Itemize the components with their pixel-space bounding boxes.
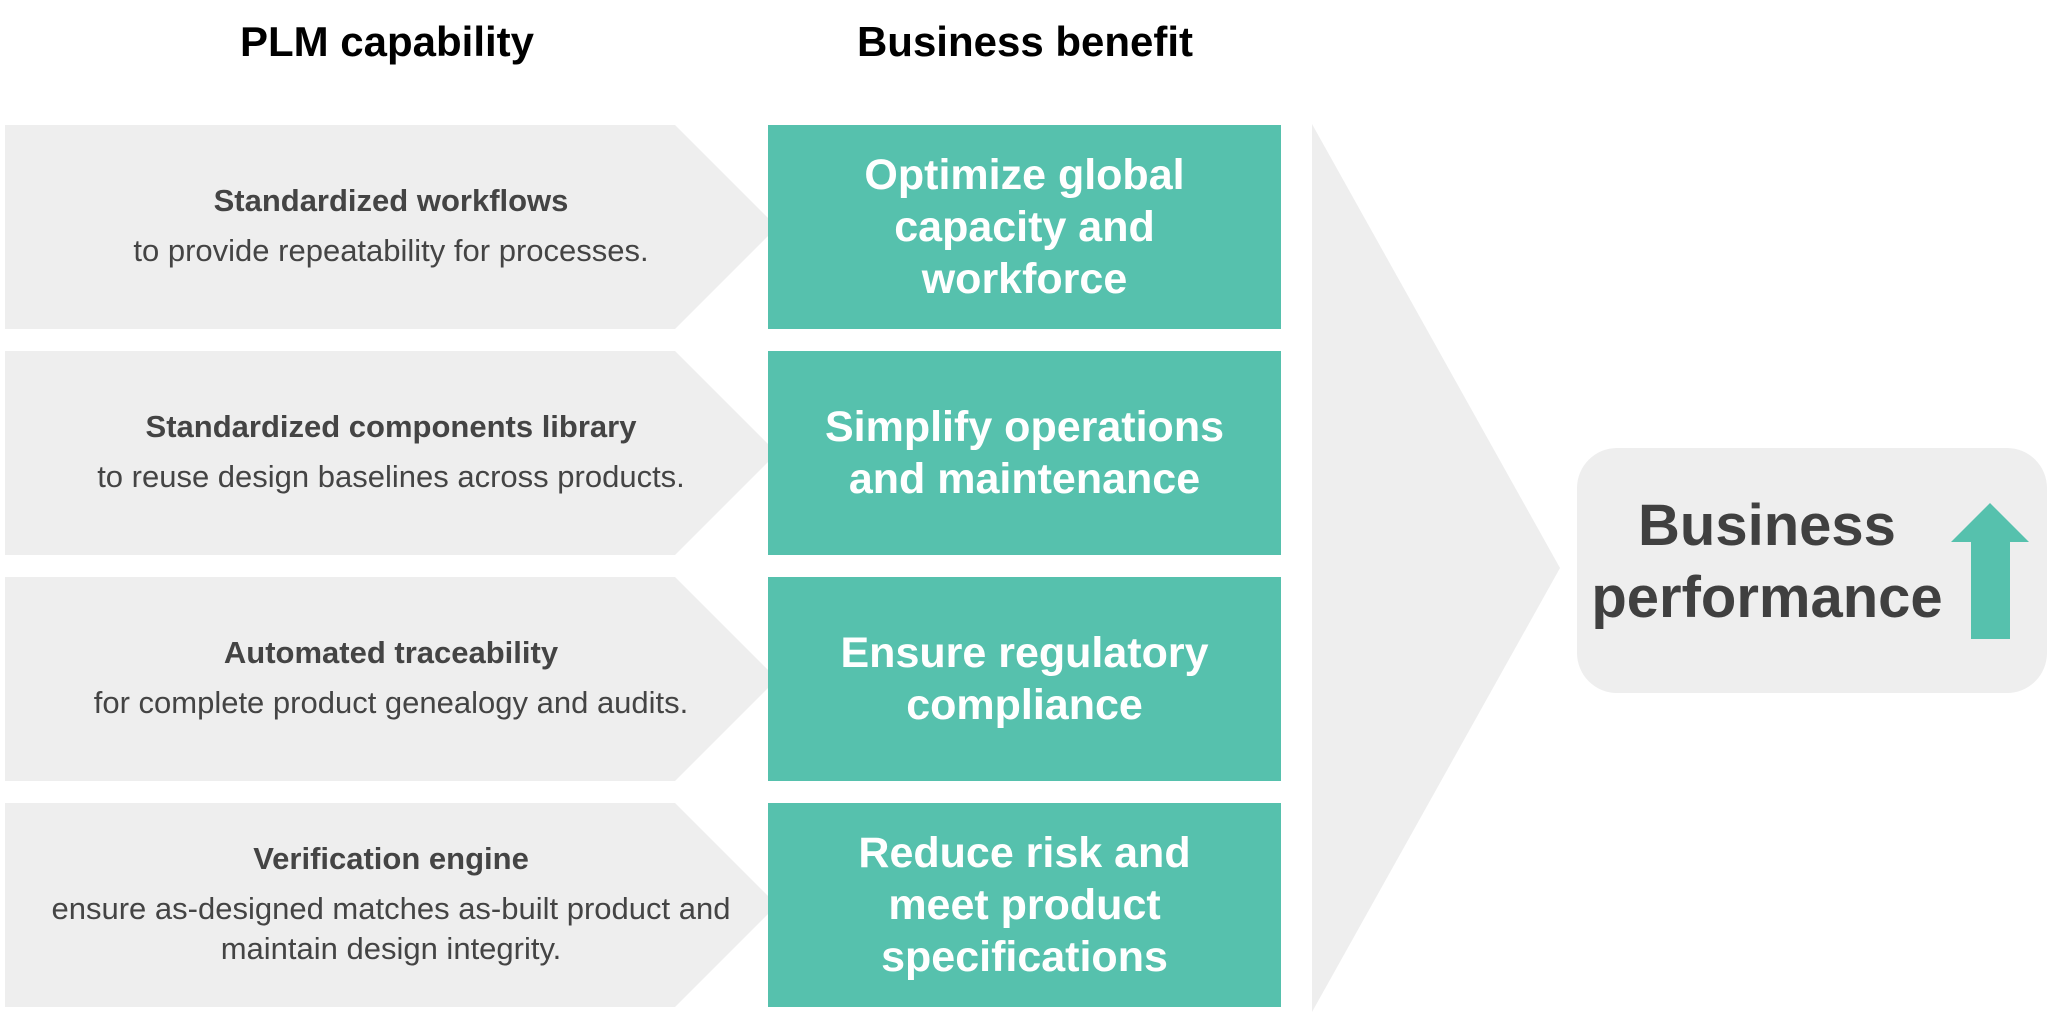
business-performance-box: Business performance — [1577, 448, 2047, 693]
capability-chevron: Standardized workflows to provide repeat… — [5, 125, 777, 329]
capability-title: Standardized components library — [145, 409, 637, 444]
benefit-box: Reduce risk and meet product specificati… — [768, 803, 1281, 1007]
benefit-text: Simplify operations and maintenance — [824, 403, 1224, 503]
capability-title: Automated traceability — [223, 635, 559, 670]
capability-description: for complete product genealogy and audit… — [93, 685, 689, 720]
capability-description: to reuse design baselines across product… — [97, 459, 685, 494]
benefit-text: Ensure regulatory compliance — [840, 629, 1209, 729]
large-chevron-arrow — [1312, 124, 1560, 1012]
capability-description: to provide repeatability for processes. — [133, 233, 649, 268]
capability-chevron: Automated traceability for complete prod… — [5, 577, 777, 781]
benefit-box: Simplify operations and maintenance — [768, 351, 1281, 555]
benefit-box: Optimize global capacity and workforce — [768, 125, 1281, 329]
benefit-text: Reduce risk and meet product specificati… — [858, 829, 1191, 981]
capability-title: Verification engine — [253, 841, 529, 876]
arrow-up-icon — [1951, 503, 2029, 639]
plm-capability-header: PLM capability — [239, 18, 535, 65]
business-performance-label: Business performance — [1591, 493, 1943, 630]
business-benefit-header: Business benefit — [856, 18, 1194, 65]
capability-description: ensure as-designed matches as-built prod… — [51, 891, 731, 966]
capability-chevron: Standardized components library to reuse… — [5, 351, 777, 555]
benefit-text: Optimize global capacity and workforce — [864, 151, 1185, 303]
capability-title: Standardized workflows — [213, 183, 569, 218]
benefit-box: Ensure regulatory compliance — [768, 577, 1281, 781]
capability-chevron: Verification engine ensure as-designed m… — [5, 803, 777, 1007]
